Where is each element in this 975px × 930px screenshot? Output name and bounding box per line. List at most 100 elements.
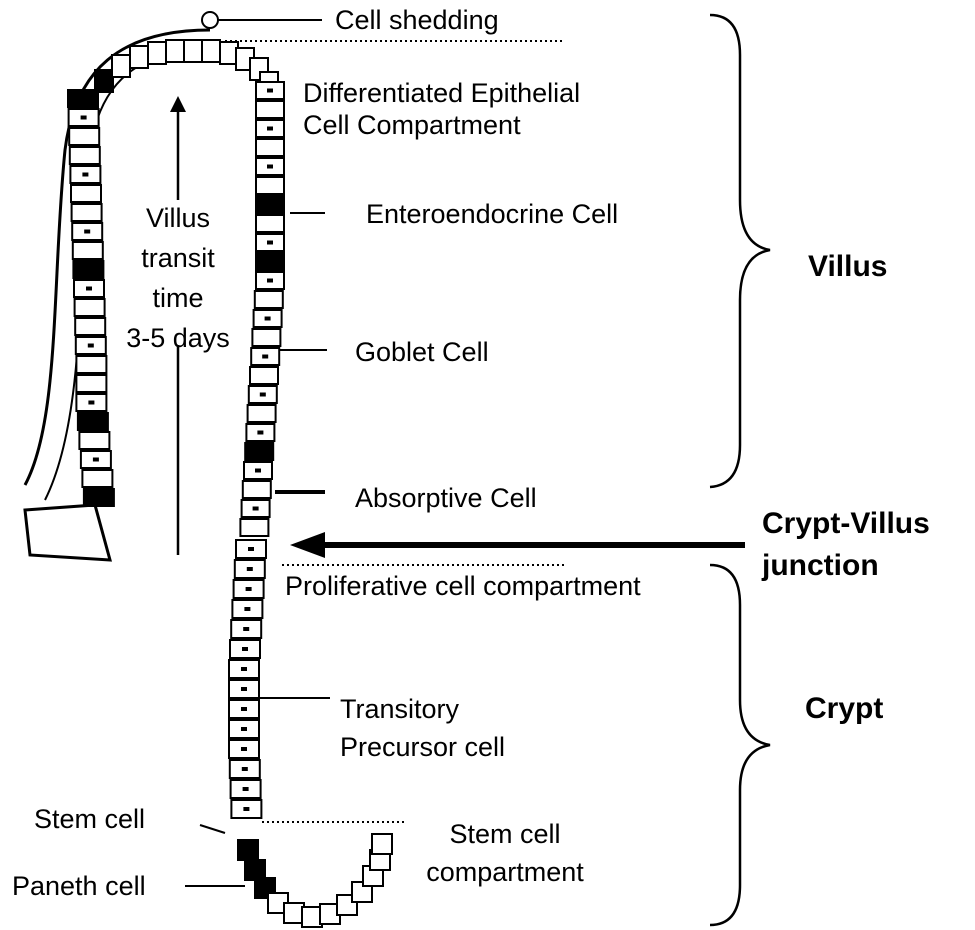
epithelial-cell (79, 432, 109, 449)
dark-cell (256, 196, 284, 213)
cell-nucleus (255, 469, 261, 473)
cell-nucleus (241, 687, 247, 691)
stem-cell-compartment-label: Stem cell compartment (405, 815, 605, 891)
cell-nucleus (241, 707, 247, 711)
transitory-label-line1: Transitory (340, 690, 505, 728)
cell-nucleus (243, 627, 249, 631)
epithelial-cell (202, 40, 220, 62)
villus-base-fragment (25, 505, 110, 560)
epithelial-cell (148, 42, 166, 64)
epithelial-cell (76, 375, 106, 392)
cell-nucleus (88, 344, 94, 348)
cell-nucleus (267, 279, 273, 283)
junction-label-line2: junction (762, 545, 930, 587)
epithelial-cell (255, 291, 283, 308)
paneth-cell-label: Paneth cell (12, 870, 146, 902)
epithelial-cell (372, 834, 392, 854)
villus-brace (710, 15, 770, 487)
epithelial-cell (69, 128, 99, 145)
epithelial-cell (130, 46, 148, 68)
differentiated-label-line2: Cell Compartment (303, 109, 580, 141)
transitory-label-line2: Precursor cell (340, 728, 505, 766)
cell-nucleus (260, 393, 266, 397)
differentiated-label-line1: Differentiated Epithelial (303, 77, 580, 109)
epithelial-cell (248, 405, 276, 422)
crypt-region-label: Crypt (805, 690, 883, 728)
cell-nucleus (241, 747, 247, 751)
cell-nucleus (262, 355, 268, 359)
cell-nucleus (242, 767, 248, 771)
dark-cell (95, 70, 113, 92)
absorptive-label: Absorptive Cell (355, 482, 537, 514)
epithelial-cell (112, 55, 130, 77)
differentiated-compartment-label: Differentiated Epithelial Cell Compartme… (303, 77, 580, 142)
crypt-epithelium (229, 540, 266, 818)
villus-region-label: Villus (808, 248, 887, 286)
cell-nucleus (265, 317, 271, 321)
dark-cell (245, 443, 273, 460)
cell-nucleus (82, 173, 88, 177)
cell-nucleus (247, 567, 253, 571)
cell-nucleus (242, 647, 248, 651)
villus-left-epithelium (68, 90, 114, 506)
cell-nucleus (253, 507, 259, 511)
cell-shedding-label: Cell shedding (335, 4, 499, 36)
cell-nucleus (241, 667, 247, 671)
transit-line2: transit (108, 238, 248, 278)
epithelial-cell (73, 242, 103, 259)
transitory-label: Transitory Precursor cell (340, 690, 505, 766)
cell-nucleus (267, 165, 273, 169)
dark-cell (78, 413, 108, 430)
cell-nucleus (246, 587, 252, 591)
dark-cell (68, 90, 98, 107)
cell-nucleus (84, 230, 90, 234)
crypt-villus-junction-label: Crypt-Villus junction (762, 503, 930, 587)
epithelial-cell (256, 215, 284, 232)
crypt-brace (710, 565, 770, 925)
epithelial-cell (256, 177, 284, 194)
stem-cell-pointer (200, 825, 225, 833)
epithelial-cell (166, 40, 184, 62)
epithelial-cell (256, 139, 284, 156)
cell-nucleus (244, 607, 250, 611)
transit-line4: 3-5 days (108, 318, 248, 358)
epithelial-cell (75, 299, 105, 316)
epithelial-cell (76, 356, 106, 373)
shedding-cell (202, 12, 218, 28)
epithelial-cell (71, 185, 101, 202)
transit-line3: time (108, 278, 248, 318)
cell-nucleus (267, 89, 273, 93)
epithelial-cell (240, 519, 268, 536)
proliferative-label: Proliferative cell compartment (285, 570, 641, 602)
epithelial-cell (72, 204, 102, 221)
epithelial-cell (75, 318, 105, 335)
stem-cell-label: Stem cell (34, 803, 145, 835)
epithelial-cell (184, 40, 202, 62)
goblet-label: Goblet Cell (355, 336, 489, 368)
epithelial-cell (82, 470, 112, 487)
transit-line1: Villus (108, 198, 248, 238)
dark-cell (73, 261, 103, 278)
cell-nucleus (93, 458, 99, 462)
cell-nucleus (243, 787, 249, 791)
villus-transit-label: Villus transit time 3-5 days (108, 198, 248, 358)
transit-arrow-head (170, 96, 186, 112)
junction-label-line1: Crypt-Villus (762, 503, 930, 545)
cell-nucleus (267, 241, 273, 245)
dark-cell (84, 489, 114, 506)
cell-nucleus (248, 547, 254, 551)
dark-cell (256, 253, 284, 270)
epithelial-cell (252, 329, 280, 346)
crypt-base-epithelium (238, 834, 392, 927)
stem-compartment-line2: compartment (405, 853, 605, 891)
epithelial-cell (256, 101, 284, 118)
cell-nucleus (243, 807, 249, 811)
stem-compartment-line1: Stem cell (405, 815, 605, 853)
epithelial-cell (243, 481, 271, 498)
cell-nucleus (86, 287, 92, 291)
cell-nucleus (81, 116, 87, 120)
cell-nucleus (88, 401, 94, 405)
junction-arrow-head (290, 532, 325, 558)
epithelial-cell (250, 367, 278, 384)
